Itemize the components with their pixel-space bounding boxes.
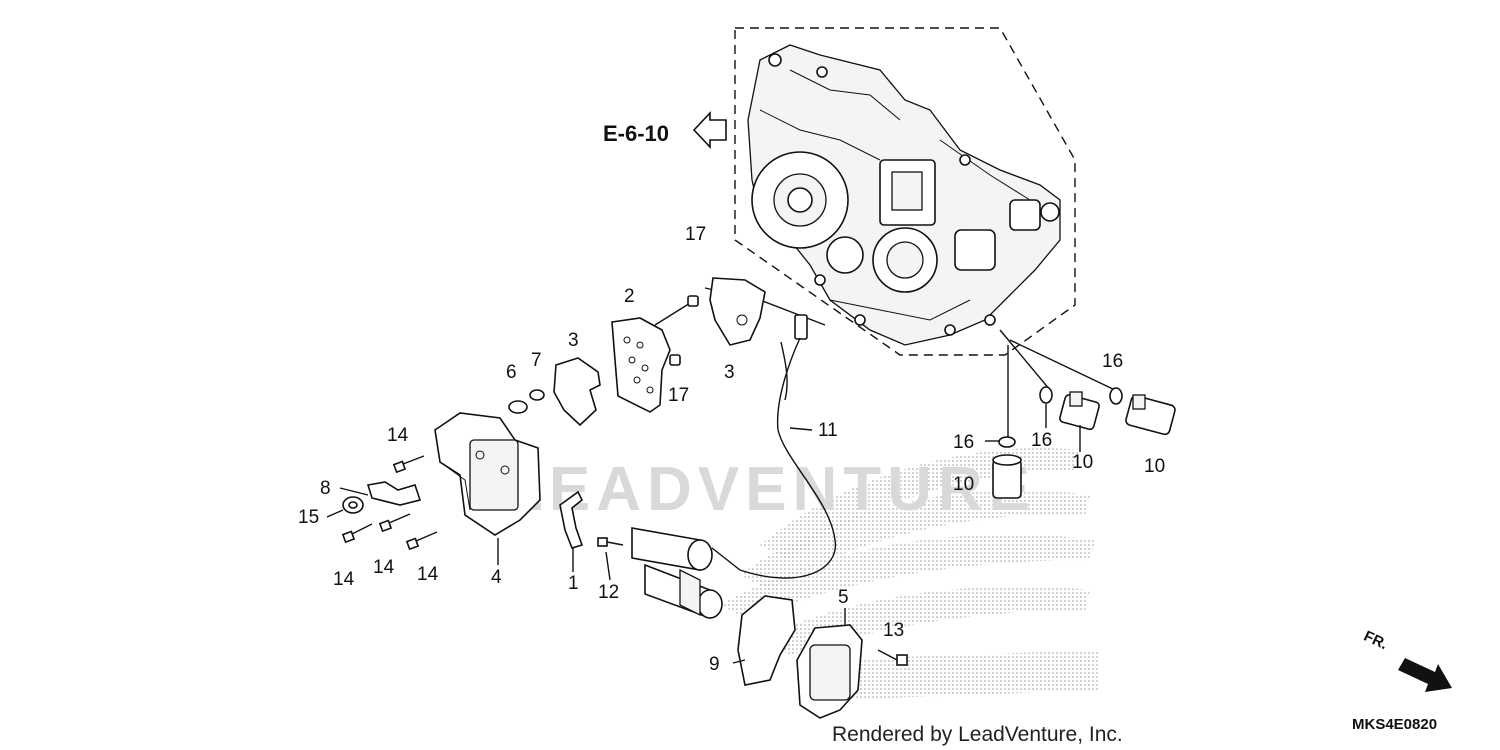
part-7-o-ring	[529, 389, 545, 401]
callout-16: 16	[1031, 430, 1052, 451]
callout-10: 10	[1072, 452, 1093, 473]
part-17-dowel	[687, 295, 699, 307]
shift-actuator-cylinder	[631, 527, 723, 620]
callout-leaders	[326, 427, 846, 664]
callout-3: 3	[568, 330, 579, 351]
callout-13: 13	[883, 620, 904, 641]
part-16-washer	[1109, 387, 1123, 405]
part-10-sensor	[992, 454, 1022, 499]
callout-14: 14	[373, 557, 395, 578]
watermark-text: LEADVENTURE	[505, 455, 1036, 524]
callout-3: 3	[724, 362, 735, 383]
callout-7: 7	[531, 350, 542, 371]
engine-assembly-outline	[734, 27, 1076, 356]
part-10-sensor	[1125, 394, 1176, 436]
front-direction-arrow-icon	[1398, 658, 1452, 692]
callout-8: 8	[320, 478, 331, 499]
part-16-washer	[1039, 386, 1053, 404]
part-11-wire-harness	[711, 314, 837, 579]
part-3-gasket	[709, 277, 766, 346]
part-5-cover	[796, 624, 863, 719]
callout-5: 5	[838, 587, 849, 608]
part-2-plate	[611, 317, 671, 413]
callout-2: 2	[624, 286, 635, 307]
front-indicator-label: FR.	[1361, 628, 1390, 654]
part-13-bolt	[896, 654, 908, 666]
engine-case	[747, 44, 1061, 346]
callout-14: 14	[387, 425, 409, 446]
part-4-housing	[434, 412, 541, 536]
part-6-o-ring	[508, 400, 528, 414]
part-16-washer	[998, 436, 1016, 448]
callout-6: 6	[506, 362, 517, 383]
callout-17: 17	[685, 224, 706, 245]
callout-10: 10	[1144, 456, 1165, 477]
part-14-bolts	[341, 455, 438, 551]
callout-14: 14	[333, 569, 355, 590]
callout-16: 16	[1102, 351, 1123, 372]
part-10-sensor	[1059, 391, 1100, 431]
diagram-code: MKS4E0820	[1352, 716, 1437, 733]
callout-15: 15	[298, 507, 319, 528]
part-8-bracket	[366, 481, 422, 506]
reference-label: E-6-10	[603, 121, 669, 146]
part-1-clip	[559, 490, 584, 549]
callout-labels: 1 2 3 3 4 5 6 7 8 9 10 10 10 11 12 13 14…	[298, 224, 1165, 675]
callout-14: 14	[417, 564, 439, 585]
callout-1: 1	[568, 573, 579, 594]
honda-wing-watermark	[720, 448, 1100, 700]
reference-arrow-icon	[692, 110, 727, 150]
part-12-bolt	[597, 537, 608, 547]
callout-16: 16	[953, 432, 974, 453]
callout-12: 12	[598, 582, 619, 603]
part-3-gasket	[553, 357, 601, 427]
callout-11: 11	[818, 420, 838, 441]
part-17-dowel	[669, 354, 681, 366]
callout-17: 17	[668, 385, 689, 406]
render-credit: Rendered by LeadVenture, Inc.	[832, 723, 1123, 746]
callout-4: 4	[491, 567, 502, 588]
callout-10: 10	[953, 474, 974, 495]
callout-9: 9	[709, 654, 720, 675]
